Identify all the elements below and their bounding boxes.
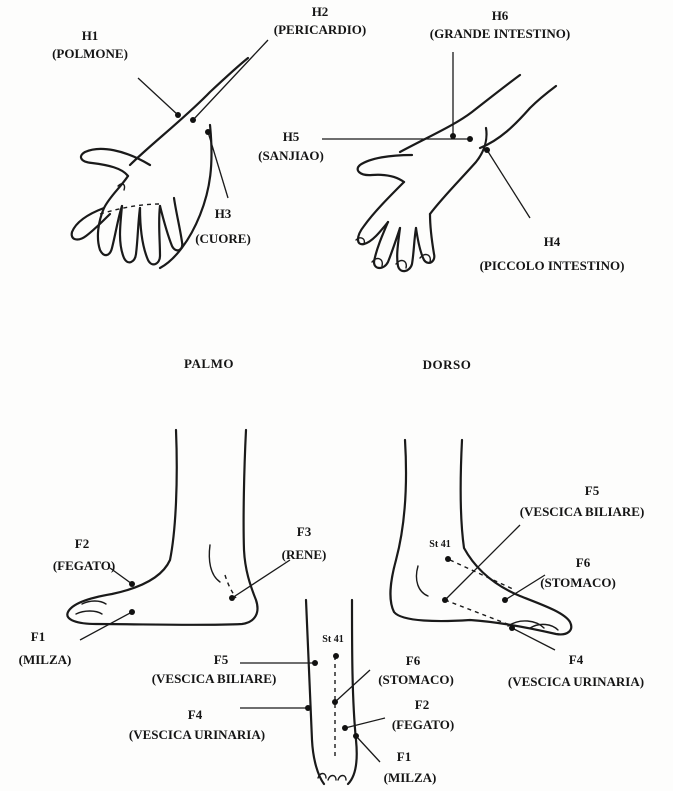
acupoint-f1-front-code: F1 (397, 749, 411, 764)
acupoint-f5-front-code: F5 (214, 652, 229, 667)
acupoint-f2-sole-code: F2 (75, 536, 89, 551)
acupoint-f4-front-name: (VESCICA URINARIA) (129, 727, 265, 742)
f3-channel-dash (225, 575, 236, 598)
acupoint-f6-front-marker (332, 699, 338, 705)
front-foot-drawing (306, 600, 357, 784)
acupoint-h2-marker (190, 117, 196, 123)
acupoint-f6-outer-name: (STOMACO) (540, 575, 616, 590)
acupoint-f4-outer-marker (509, 625, 515, 631)
acupoint-h3-name: (CUORE) (195, 231, 251, 246)
acupoint-f3-sole-marker (229, 595, 235, 601)
palm-heading: PALMO (184, 356, 234, 371)
acupoint-f2-front-code: F2 (415, 697, 429, 712)
f1-front-leader (356, 736, 380, 762)
acupoint-h5-code: H5 (283, 129, 300, 144)
acupoint-f2-front-marker (342, 725, 348, 731)
f2-front-leader (345, 718, 385, 728)
acupoint-f1-sole-marker (129, 609, 135, 615)
acupoint-h4-name: (PICCOLO INTESTINO) (480, 258, 625, 273)
acupoint-h6-code: H6 (492, 8, 509, 23)
st41-front-label: St 41 (322, 634, 343, 645)
acupoint-f1-front-name: (MILZA) (384, 770, 437, 785)
inner-foot-drawing (67, 430, 257, 625)
acupoint-h5-marker (467, 136, 473, 142)
acupoint-h1-marker (175, 112, 181, 118)
acupoint-h5-name: (SANJIAO) (258, 148, 324, 163)
acupoint-f5-front-name: (VESCICA BILIARE) (152, 671, 277, 686)
acupoint-h4-code: H4 (544, 234, 561, 249)
st41-outer-label: St 41 (429, 539, 450, 550)
hand-leaders (138, 40, 530, 218)
acupoint-h2-name: (PERICARDIO) (274, 22, 366, 37)
acupoint-f2-sole-name: (FEGATO) (53, 558, 115, 573)
acupoint-h3-marker (205, 129, 211, 135)
st41-front-marker (333, 653, 339, 659)
acupoint-h2-code: H2 (312, 4, 329, 19)
acupoint-h6-marker (450, 133, 456, 139)
acupoint-f6-outer-marker (502, 597, 508, 603)
st41-outer-marker (445, 556, 451, 562)
acupoint-f4-outer-name: (VESCICA URINARIA) (508, 674, 644, 689)
f1-inner-leader (80, 612, 132, 640)
acupoint-f2-front-name: (FEGATO) (392, 717, 454, 732)
acupoint-f6-front-name: (STOMACO) (378, 672, 454, 687)
f3-inner-leader (232, 560, 290, 598)
acupoint-f1-sole-name: (MILZA) (19, 652, 72, 667)
acupoint-h4-marker (484, 147, 490, 153)
acupoint-h6-name: (GRANDE INTESTINO) (430, 26, 571, 41)
acupoint-f4-front-code: F4 (188, 707, 203, 722)
f5-outer-leader (445, 525, 520, 600)
back-heading: DORSO (423, 357, 472, 372)
outer-foot-drawing (390, 440, 571, 634)
acupoint-f4-front-marker (305, 705, 311, 711)
acupoint-f2-sole-marker (129, 581, 135, 587)
acupoint-f6-front-code: F6 (406, 653, 421, 668)
acupoint-f5-front-marker (312, 660, 318, 666)
acupoint-f5-outer-code: F5 (585, 483, 600, 498)
acupoint-h1-name: (POLMONE) (52, 46, 128, 61)
acupoint-h3-code: H3 (215, 206, 232, 221)
acupoint-f6-outer-code: F6 (576, 555, 591, 570)
acupoint-f4-outer-code: F4 (569, 652, 584, 667)
acupoint-f5-outer-name: (VESCICA BILIARE) (520, 504, 645, 519)
back-hand-drawing (356, 75, 556, 271)
acupoint-f1-sole-code: F1 (31, 629, 45, 644)
acupoint-f3-sole-name: (RENE) (282, 547, 327, 562)
acupoint-h1-code: H1 (82, 28, 99, 43)
acupoint-f5-outer-marker (442, 597, 448, 603)
acupoint-f1-front-marker (353, 733, 359, 739)
acupoint-f3-sole-code: F3 (297, 524, 312, 539)
